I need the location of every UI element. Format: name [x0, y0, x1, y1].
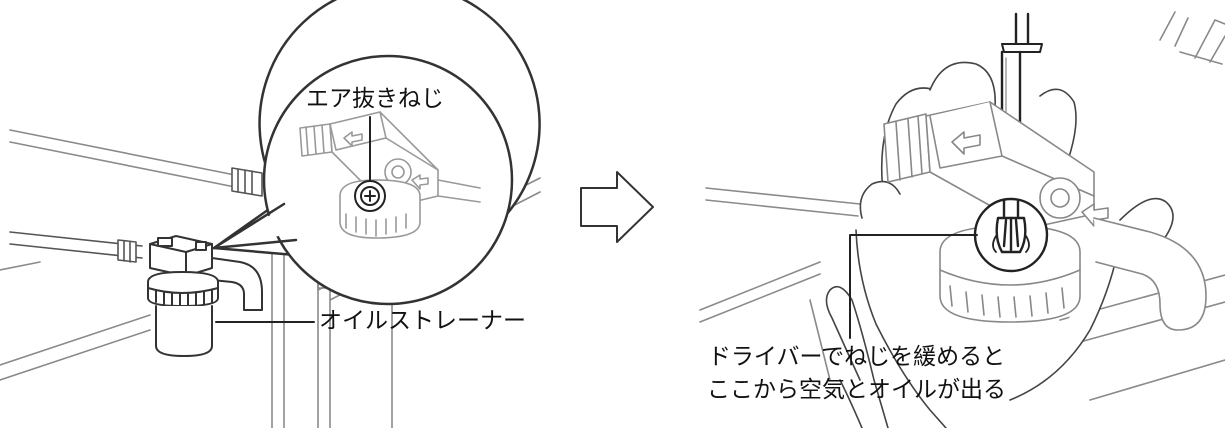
strainer-head-closeup: [299, 111, 481, 239]
instruction-line-2: ここから空気とオイルが出る: [707, 377, 1006, 403]
instruction-line-1: ドライバーでねじを緩めると: [707, 344, 1006, 370]
right-arrow-icon: [580, 171, 654, 243]
instruction-leader-line: [849, 234, 978, 339]
instruction-text: ドライバーでねじを緩めると ここから空気とオイルが出る: [707, 341, 1006, 407]
inlet-pipe: [9, 231, 143, 263]
right-panel: [699, 11, 1225, 429]
screw-highlight: [973, 197, 1049, 273]
oil-strainer: [147, 235, 219, 357]
left-panel: [0, 0, 541, 431]
strainer-head-right: [883, 101, 1207, 331]
oil-strainer-label: オイルストレーナー: [319, 308, 526, 334]
air-bleed-screw-label: エア抜きねじ: [306, 86, 444, 112]
outlet-pipe: [211, 257, 263, 311]
air-bleed-screw: [354, 116, 386, 212]
